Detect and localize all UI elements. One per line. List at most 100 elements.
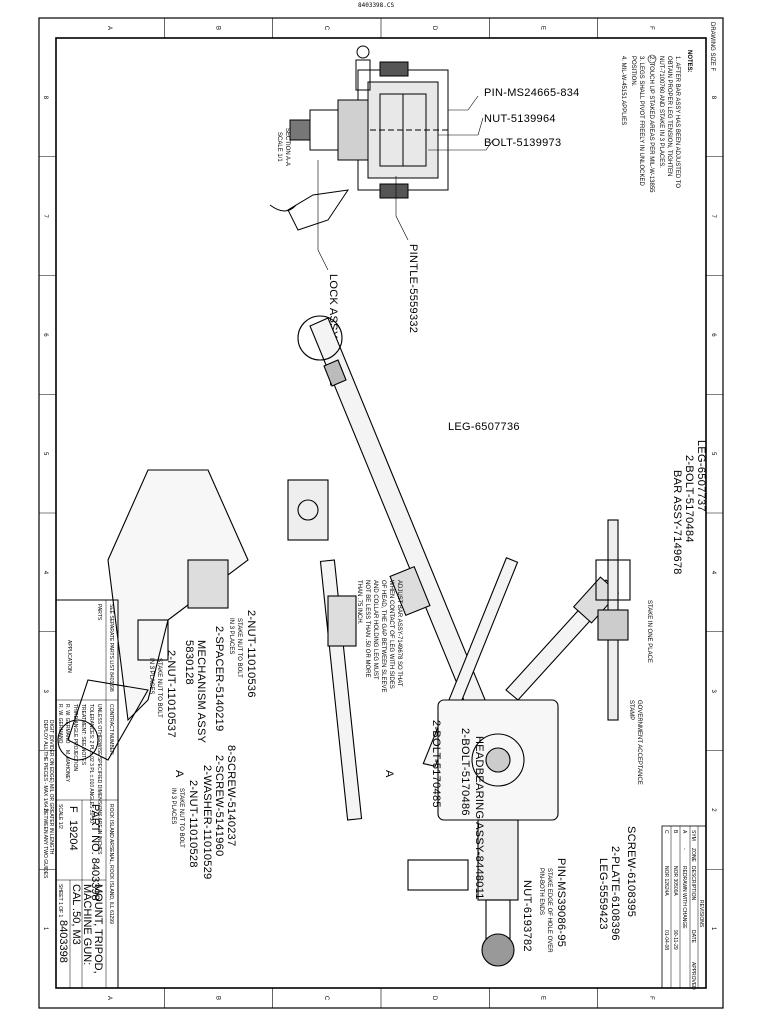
tb-see-list: SEE SEPARATE PARTS LIST 8403398 <box>108 604 114 692</box>
tb-agency: ROCK ISLAND ARSENAL, ROCK ISLAND, ILL 61… <box>108 804 114 924</box>
callout-leg-left: LEG-6507736 <box>448 421 520 433</box>
zone-letter-right-A: A <box>106 996 112 1000</box>
callout-leg-right: LEG-6507737 <box>695 440 707 512</box>
callout-nut-537-note-2: IN 3 PLACES <box>148 658 154 694</box>
callout-headbearing: HEADBEARING ASSY-8448011 <box>473 736 485 900</box>
zone-letter-left-B: B <box>215 26 221 30</box>
callout-gov-stamp-1: GOVERNMENT ACCEPTANCE <box>636 700 642 785</box>
zone-letter-left-F: F <box>648 26 654 30</box>
zone-number-top-4: 4 <box>710 571 716 575</box>
tb-tolerances: TOLERANCES: 2 PL ±.02 3 PL ±.010 ANGLES … <box>88 704 94 824</box>
callout-spacer: 2-SPACER-5140219 <box>213 626 225 732</box>
adjust-note-1: ADJUST BAR ASSY-7149678 SO THAT <box>396 580 402 687</box>
tb-sheet: SHEET 1 OF 1 <box>57 884 63 917</box>
section-a-a-detail <box>269 45 449 231</box>
callout-nut-536-note-2: IN 3 PLACES <box>228 618 234 654</box>
revision-cell: C <box>663 830 669 834</box>
zone-number-top-1: 1 <box>710 927 716 931</box>
notes-heading: NOTES: <box>686 50 692 73</box>
zone-number-bottom-7: 7 <box>42 214 48 218</box>
revision-cell: NOR 30500A <box>672 866 678 896</box>
note-line-4: 2. TOUCH UP STAKED AREAS PER MIL-W-13855 <box>648 56 654 193</box>
note-line-1: 1. AFTER BAR ASSY HAS BEEN ADJUSTED TO <box>674 56 680 188</box>
zone-letter-left-C: C <box>323 26 329 31</box>
revision-rows: A - REDRAWN WITH CHANGE B NOR 30500A 90-11-29… <box>663 830 687 950</box>
revision-cell: 90-11-29 <box>672 930 678 950</box>
tb-part-no: PART NO. 8403398 <box>89 804 101 901</box>
callout-gov-stamp-2: STAMP <box>628 700 634 720</box>
revision-col-zone: ZONE <box>690 848 696 863</box>
zone-number-top-6: 6 <box>710 333 716 337</box>
adjust-note-4: AND COLLAR HOLDING LEG MUST <box>372 580 378 680</box>
callout-nut-top: NUT-5139964 <box>484 113 556 125</box>
zone-number-top-7: 7 <box>710 214 716 218</box>
callout-stake-one: STAKE IN ONE PLACE <box>646 600 652 663</box>
zone-number-bottom-8: 8 <box>42 96 48 100</box>
callout-mechanism-no: 5830128 <box>183 640 195 685</box>
tb-application: APPLICATION <box>66 640 72 673</box>
callout-nut-528: 2-NUT-11010528 <box>187 780 199 868</box>
zone-number-bottom-3: 3 <box>42 689 48 693</box>
side-note-2: DEPLOY ALL THE PIECES - MAX 1/64 BETWEEN… <box>42 720 48 879</box>
callout-screw-960: 2-SCREW-5141960 <box>213 755 225 857</box>
tb-treatment: TREATMENT: SEE NOTES <box>80 704 86 766</box>
tb-third-angle: THIRD ANGLE PROJECTION <box>72 704 78 771</box>
callout-nut-537: 2-NUT-11010537 <box>165 650 177 738</box>
zone-letter-right-C: C <box>323 996 329 1001</box>
note-line-2: OBTAIN PROPER LEG TENSION, TIGHTEN <box>666 56 672 176</box>
revision-col-date: DATE <box>690 930 696 944</box>
revision-cell: NOR 12624A <box>663 866 669 896</box>
tb-title-1: MOUNT, TRIPOD, <box>92 884 104 974</box>
zone-number-top-2: 2 <box>710 808 716 812</box>
callout-bolt-485: 2-BOLT-5170485 <box>430 720 442 808</box>
callout-bolt-486: 2-BOLT-5170486 <box>459 728 471 816</box>
note-line-7: 4. MIL-W-45151 APPLIES <box>620 56 626 125</box>
zone-letter-right-E: E <box>540 996 546 1000</box>
note-2-circle <box>647 54 657 64</box>
callout-plate: 2-PLATE-6108396 <box>609 846 621 941</box>
zone-number-bottom-2: 2 <box>42 808 48 812</box>
adjust-note-2: WHEN CONTACT OF LEG WITH SIDES <box>388 580 394 689</box>
page-stamp: 8403398.CS <box>358 2 395 9</box>
adjust-note-6: THAN .75 INCH. <box>356 580 362 625</box>
note-line-3: NUT-7100760 AND STAKE IN 3 PLACES. <box>658 56 664 168</box>
zone-number-top-8: 8 <box>710 96 716 100</box>
section-title: SECTION A-A <box>284 128 290 166</box>
note-line-6: POSITION. <box>630 56 636 87</box>
callout-screw-237: 8-SCREW-5140237 <box>225 745 237 847</box>
revision-cell: - <box>681 848 687 850</box>
zone-number-bottom-6: 6 <box>42 333 48 337</box>
zone-letter-right-B: B <box>215 996 221 1000</box>
zone-ticks <box>39 18 723 1008</box>
tb-approved: R. W. GERMANO <box>57 704 63 744</box>
tb-size: F <box>67 806 79 813</box>
callout-pin-ms-note-1: STAKE EDGE OF HOLE OVER <box>546 868 552 953</box>
tb-checked: M. MAHONEY <box>64 750 70 783</box>
revision-cell: A <box>681 830 687 834</box>
side-note-1: DIGIT (DIVIDER ON EDGE) MIL OR GREATER I… <box>48 720 54 855</box>
adjust-note: ADJUST BAR ASSY-7149678 SO THAT WHEN CON… <box>356 580 402 692</box>
tb-drawn: R. W. GERMANO <box>64 704 70 744</box>
callout-nut-528-note-1: STAKE NUT TO BOLT <box>178 788 184 848</box>
zone-letter-left-E: E <box>540 26 546 30</box>
callout-bolt-bar: 2-BOLT-5170484 <box>683 455 695 543</box>
notes-block: NOTES: 1. AFTER BAR ASSY HAS BEEN ADJUST… <box>620 50 692 193</box>
zone-letter-left-D: D <box>431 26 437 31</box>
zone-number-bottom-4: 4 <box>42 571 48 575</box>
tb-parts: PARTS <box>96 604 102 621</box>
section-marker-a-1: A <box>383 770 395 778</box>
callout-pintle: PINTLE-5559332 <box>407 244 419 333</box>
tb-unless: UNLESS OTHERWISE SPECIFIED DIMENSIONS AR… <box>96 704 102 855</box>
tb-dwg-no: 8403398 <box>57 920 69 963</box>
tb-cage: 19204 <box>67 820 79 851</box>
note-line-5: 3. LEGS SHALL PIVOT FREELY IN UNLOCKED <box>638 56 644 186</box>
revision-cell: REDRAWN WITH CHANGE <box>681 866 687 929</box>
zone-number-top-3: 3 <box>710 689 716 693</box>
adjust-note-5: NOT BE LESS THAN .50 OR MORE <box>364 580 370 677</box>
revision-cell: B <box>672 830 678 834</box>
zone-letter-left-A: A <box>106 26 112 30</box>
callout-bolt-top: BOLT-5139973 <box>484 137 561 149</box>
